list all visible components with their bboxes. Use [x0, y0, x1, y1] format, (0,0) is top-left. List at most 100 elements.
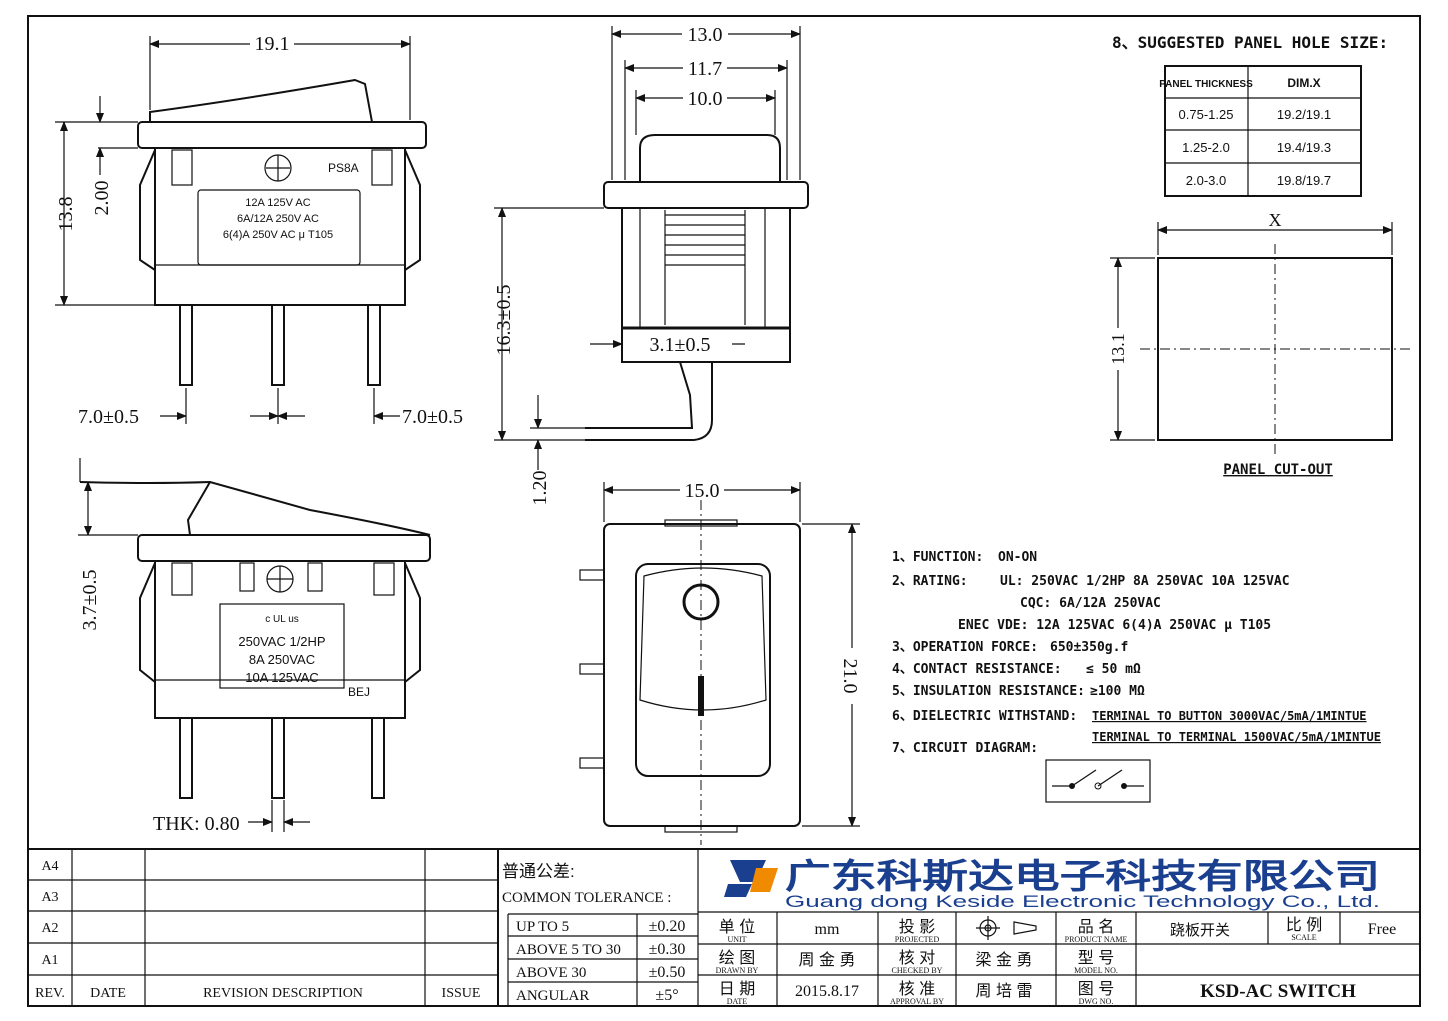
name-value: 跷板开关	[1170, 921, 1230, 939]
desc-header: REVISION DESCRIPTION	[203, 986, 363, 1001]
back-rating-line-3: 10A 125VAC	[245, 670, 318, 685]
front-rating-line-2: 6A/12A 250V AC	[237, 213, 319, 225]
date-header: DATE	[90, 986, 126, 1001]
drawn-label-en: DRAWN BY	[716, 966, 759, 975]
tolerance-en: COMMON TOLERANCE :	[502, 890, 671, 906]
tol-1-value: ±0.20	[649, 918, 686, 935]
spec-4-label: 4、CONTACT RESISTANCE:	[892, 662, 1062, 677]
model-label-en: MODEL NO.	[1074, 966, 1118, 975]
front-view: PS8A 12A 125V AC 6A/12A 250V AC 6(4)A 25…	[55, 32, 463, 428]
unit-value: mm	[815, 921, 840, 938]
spec-3-label: 3、OPERATION FORCE:	[892, 640, 1038, 655]
name-label-en: PRODUCT NAME	[1065, 935, 1128, 944]
panel-hole-title: 8、SUGGESTED PANEL HOLE SIZE:	[1112, 33, 1388, 52]
spec-2-label: 2、RATING:	[892, 574, 968, 589]
spec-6b-value: TERMINAL TO TERMINAL 1500VAC/5mA/1MINTUE	[1092, 730, 1381, 744]
tol-3-range: ABOVE 30	[516, 965, 586, 981]
front-dim-pin-right: 7.0±0.5	[402, 406, 463, 428]
tol-4-value: ±5°	[655, 987, 678, 1004]
panel-row-3-dim: 19.8/19.7	[1277, 173, 1331, 188]
top-dim-width: 15.0	[685, 480, 720, 502]
front-dim-width: 19.1	[255, 33, 290, 55]
proj-label-cn: 投 影	[899, 918, 935, 936]
spec-list: 1、FUNCTION: ON-ON 2、RATING: UL: 250VAC 1…	[892, 550, 1381, 756]
spec-6-value: TERMINAL TO BUTTON 3000VAC/5mA/1MINTUE	[1092, 709, 1367, 723]
dwg-label-cn: 图 号	[1078, 980, 1114, 998]
spec-1-label: 1、FUNCTION:	[892, 550, 983, 565]
side-dim-pin-thk: 1.20	[529, 471, 551, 506]
tol-1-range: UP TO 5	[516, 919, 569, 935]
side-dim-terminal: 3.1±0.5	[650, 334, 711, 356]
spec-1-value: ON-ON	[998, 550, 1037, 565]
spec-3-value: 650±350g.f	[1050, 640, 1128, 655]
side-dim-inner: 10.0	[688, 88, 723, 110]
front-model-mark: PS8A	[328, 161, 359, 175]
company-name-en: Guang dong Keside Electronic Technology …	[785, 892, 1380, 911]
dwg-label-en: DWG NO.	[1079, 997, 1114, 1006]
drawn-value: 周 金 勇	[799, 951, 856, 969]
back-rating-line-2: 8A 250VAC	[249, 652, 315, 667]
top-dim-height: 21.0	[839, 659, 861, 694]
unit-label-en: UNIT	[727, 935, 746, 944]
spec-2-value: UL: 250VAC 1/2HP 8A 250VAC 10A 125VAC	[1000, 574, 1290, 589]
scale-value: Free	[1368, 921, 1396, 938]
model-label-cn: 型 号	[1078, 949, 1114, 967]
back-brand-mark: BEJ	[348, 685, 370, 699]
side-dim-height: 16.3±0.5	[493, 285, 515, 356]
company-logo	[724, 860, 778, 897]
panel-row-1-dim: 19.2/19.1	[1277, 107, 1331, 122]
date-label-en: DATE	[727, 997, 748, 1006]
drawn-label-cn: 绘 图	[719, 949, 755, 967]
spec-6-label: 6、DIELECTRIC WITHSTAND:	[892, 709, 1077, 724]
tol-3-value: ±0.50	[649, 964, 686, 981]
panel-header-thickness: PANEL THICKNESS	[1159, 79, 1253, 90]
panel-caption: PANEL CUT-OUT	[1223, 462, 1333, 478]
tol-4-range: ANGULAR	[516, 988, 589, 1004]
circuit-diagram	[1045, 759, 1151, 803]
approval-label-cn: 核 准	[899, 980, 935, 998]
spec-2c-value: ENEC VDE: 12A 125VAC 6(4)A 250VAC μ T105	[958, 618, 1271, 633]
spec-5-label: 5、INSULATION RESISTANCE:	[892, 684, 1085, 699]
spec-4-value: ≤ 50 mΩ	[1086, 662, 1141, 677]
rev-a2: A2	[41, 921, 58, 936]
rev-header: REV.	[35, 986, 65, 1001]
front-dim-height: 13.8	[55, 197, 77, 232]
projection-symbol-icon	[976, 916, 1037, 940]
panel-row-1-thickness: 0.75-1.25	[1179, 107, 1234, 122]
tol-2-range: ABOVE 5 TO 30	[516, 942, 621, 958]
company-name-cn: 广东科斯达电子科技有限公司	[785, 857, 1380, 896]
back-dim-height: 3.7±0.5	[79, 570, 101, 631]
proj-label-en: PROJECTED	[895, 935, 940, 944]
back-ul-mark: c UL us	[265, 614, 299, 625]
approval-value: 周 培 雷	[976, 982, 1033, 1000]
side-view: 13.0 11.7 10.0 16.3±0.5 3.1±0.5 1.20	[493, 22, 809, 506]
front-rating-line-3: 6(4)A 250V AC μ T105	[223, 229, 333, 241]
back-dim-thk: THK: 0.80	[153, 813, 240, 835]
top-view: 15.0 21.0	[579, 478, 864, 845]
sheet-border	[27, 15, 1421, 1007]
side-dim-outer: 13.0	[688, 24, 723, 46]
back-view: c UL us 250VAC 1/2HP 8A 250VAC 10A 125VA…	[78, 458, 431, 835]
spec-5-value: ≥100 MΩ	[1090, 684, 1145, 699]
approval-label-en: APPROVAL BY	[890, 997, 944, 1006]
rev-a1: A1	[41, 953, 58, 968]
checked-value: 梁 金 勇	[976, 951, 1033, 969]
spec-7-label: 7、CIRCUIT DIAGRAM:	[892, 741, 1038, 756]
scale-label-cn: 比 例	[1286, 916, 1322, 934]
dwg-value: KSD-AC SWITCH	[1200, 981, 1356, 1002]
panel-header-dimx: DIM.X	[1287, 76, 1320, 90]
panel-row-2-thickness: 1.25-2.0	[1182, 140, 1230, 155]
panel-hole-section: 8、SUGGESTED PANEL HOLE SIZE: PANEL THICK…	[1106, 33, 1410, 478]
panel-row-3-thickness: 2.0-3.0	[1186, 173, 1226, 188]
tol-2-value: ±0.30	[649, 941, 686, 958]
rev-a4: A4	[41, 859, 58, 874]
front-dim-flange: 2.00	[91, 181, 113, 216]
date-label-cn: 日 期	[719, 980, 755, 998]
scale-label-en: SCALE	[1291, 933, 1316, 942]
tolerance-cn: 普通公差:	[502, 862, 575, 881]
side-dim-mid: 11.7	[688, 58, 722, 80]
checked-label-en: CHECKED BY	[892, 966, 943, 975]
name-label-cn: 品 名	[1078, 918, 1114, 936]
issue-header: ISSUE	[442, 986, 481, 1001]
